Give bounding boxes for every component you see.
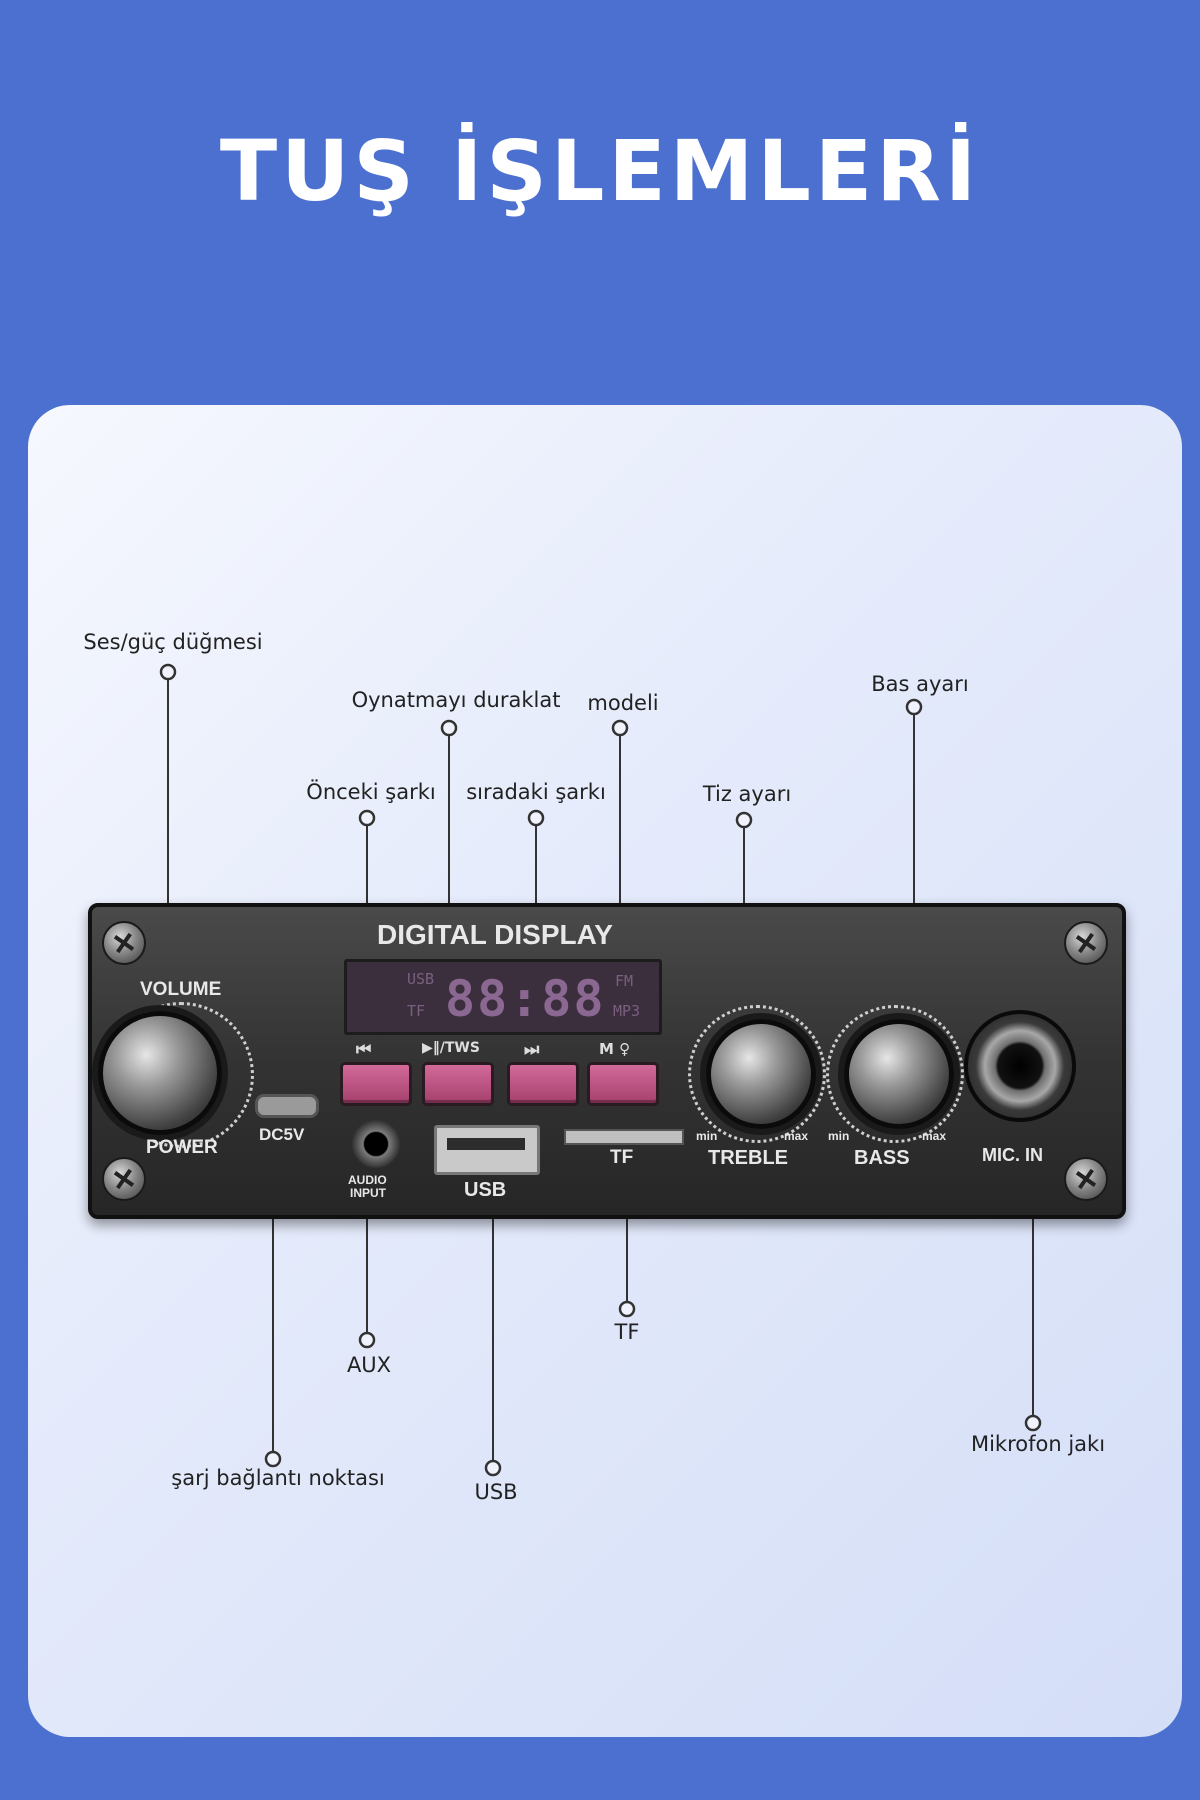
callout-dot <box>1024 1414 1042 1432</box>
next-button[interactable] <box>507 1062 579 1106</box>
lcd-display: USB TF 88:88 FM MP3 <box>344 959 662 1035</box>
previous-button[interactable] <box>340 1062 412 1106</box>
label-previous: Önceki şarkı <box>306 780 436 804</box>
panel-heading: DIGITAL DISPLAY <box>377 919 613 950</box>
treble-min-label: min <box>696 1129 718 1143</box>
callout-dot <box>527 809 545 827</box>
callout-dot <box>159 663 177 681</box>
callout-dot <box>264 1450 282 1468</box>
callout-dot <box>611 719 629 737</box>
previous-icon: ⏮ <box>356 1040 372 1060</box>
bass-max-label: max <box>922 1129 947 1143</box>
mode-icon: M ♀ <box>599 1040 631 1058</box>
screw-icon <box>102 1157 146 1201</box>
lcd-mp3-indicator: MP3 <box>613 1002 641 1020</box>
tf-label: TF <box>610 1147 634 1168</box>
callout-dot <box>735 811 753 829</box>
label-tf: TF <box>614 1320 640 1344</box>
bass-min-label: min <box>828 1129 850 1143</box>
treble-scale <box>688 1005 826 1143</box>
page-title: TUŞ İŞLEMLERİ <box>219 122 981 220</box>
audio-input-label-2: INPUT <box>350 1186 386 1200</box>
callout-dot <box>618 1300 636 1318</box>
amplifier-panel: DIGITAL DISPLAY USB TF 88:88 FM MP3 VOLU… <box>88 903 1126 1219</box>
play-pause-icon: ▶‖/TWS <box>422 1040 480 1056</box>
screw-icon <box>1064 1157 1108 1201</box>
dc5v-label: DC5V <box>259 1125 305 1144</box>
play-pause-button[interactable] <box>422 1062 494 1106</box>
callout-dot <box>358 1331 376 1349</box>
bass-label: BASS <box>854 1147 910 1169</box>
microphone-jack[interactable] <box>964 1010 1076 1122</box>
screw-icon <box>102 921 146 965</box>
lcd-tf-indicator: TF <box>407 1002 426 1020</box>
label-treble: Tiz ayarı <box>702 782 792 806</box>
mode-button[interactable] <box>587 1062 659 1106</box>
lcd-fm-indicator: FM <box>615 972 634 990</box>
label-mode: modeli <box>587 691 659 715</box>
volume-label: VOLUME <box>140 979 222 1000</box>
bass-knob[interactable] <box>844 1019 954 1129</box>
callout-dot <box>440 719 458 737</box>
treble-label: TREBLE <box>708 1147 788 1169</box>
audio-input-label-1: AUDIO <box>348 1173 387 1187</box>
bass-scale <box>826 1005 964 1143</box>
lcd-digits: 88:88 <box>445 970 606 1028</box>
label-aux: AUX <box>346 1353 392 1377</box>
label-bass: Bas ayarı <box>871 672 969 696</box>
lcd-usb-indicator: USB <box>407 970 435 988</box>
volume-power-knob[interactable] <box>98 1011 222 1135</box>
label-microphone-jack: Mikrofon jakı <box>970 1432 1106 1456</box>
treble-knob[interactable] <box>706 1019 816 1129</box>
dc5v-charging-port[interactable] <box>255 1094 319 1118</box>
callout-dot <box>358 809 376 827</box>
aux-jack[interactable] <box>352 1120 400 1168</box>
label-next: sıradaki şarkı <box>466 780 606 804</box>
tf-card-slot[interactable] <box>564 1129 684 1145</box>
treble-max-label: max <box>784 1129 809 1143</box>
next-icon: ⏭ <box>524 1040 540 1060</box>
power-label: POWER <box>146 1137 218 1158</box>
usb-label: USB <box>464 1179 507 1201</box>
label-charging-port: şarj bağlantı noktası <box>171 1466 385 1490</box>
label-play-pause: Oynatmayı duraklat <box>351 688 561 712</box>
mic-in-label: MIC. IN <box>982 1145 1043 1165</box>
screw-icon <box>1064 921 1108 965</box>
label-volume-power: Ses/güç düğmesi <box>83 630 263 654</box>
callout-dot <box>484 1459 502 1477</box>
callout-dot <box>905 698 923 716</box>
usb-port[interactable] <box>434 1125 540 1175</box>
label-usb: USB <box>474 1480 518 1504</box>
